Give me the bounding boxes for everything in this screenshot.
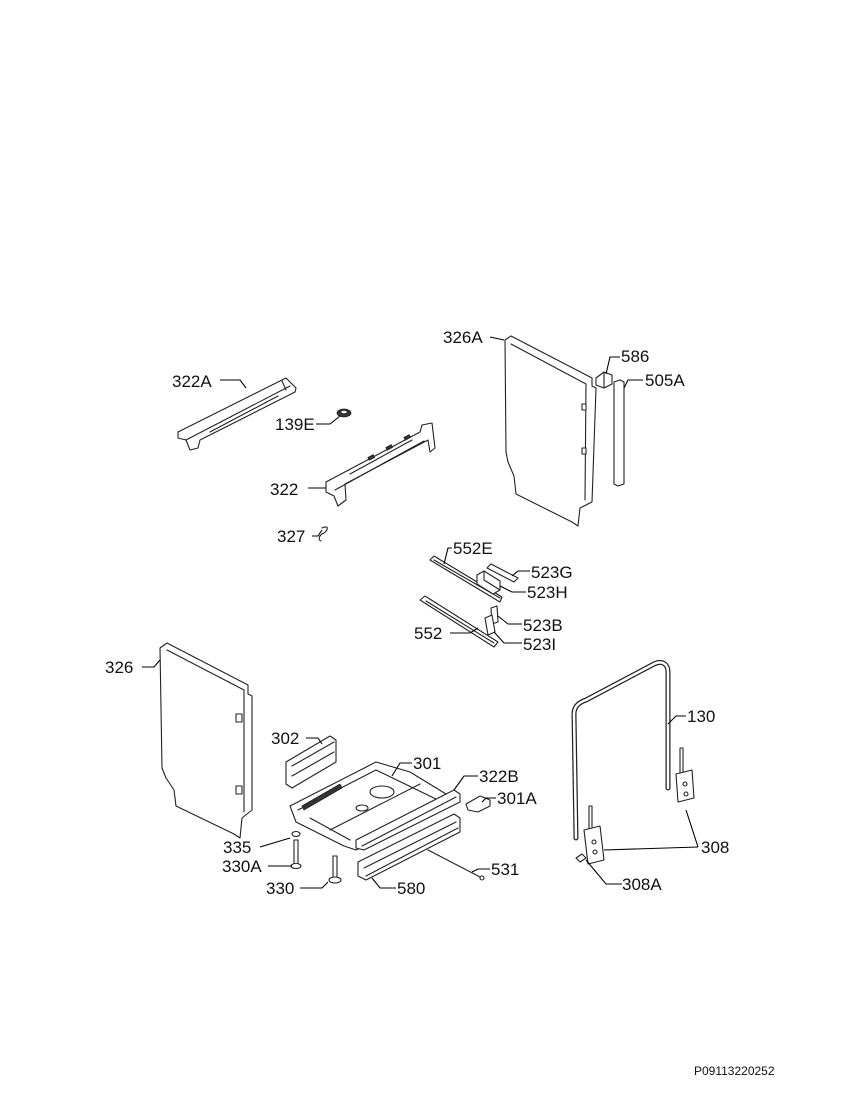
document-number: P09113220252 xyxy=(694,1064,775,1078)
part-580-rail xyxy=(357,813,461,881)
label-301: 301 xyxy=(413,754,441,773)
part-327-hook xyxy=(318,526,328,542)
label-322: 322 xyxy=(270,480,298,499)
part-301-base-tray xyxy=(289,761,447,851)
part-308A-pin xyxy=(575,853,587,863)
part-531-rod xyxy=(427,849,485,881)
part-326A-side-panel xyxy=(504,335,597,527)
callout-labels: 322A 139E 322 327 326A 586 505A 552E 523… xyxy=(105,328,729,898)
part-505A-strip xyxy=(613,379,625,487)
label-552E: 552E xyxy=(453,539,493,558)
part-523I-clip xyxy=(484,614,496,636)
part-139E-grommet xyxy=(336,408,352,418)
part-302-bracket xyxy=(285,735,337,789)
part-523G-bar xyxy=(486,563,519,583)
label-326A: 326A xyxy=(443,328,483,347)
label-505A: 505A xyxy=(645,371,685,390)
label-335: 335 xyxy=(223,838,251,857)
label-523I: 523I xyxy=(523,635,556,654)
part-308-hinge-left xyxy=(583,805,605,865)
label-308A: 308A xyxy=(622,875,662,894)
part-322A-cover-bracket xyxy=(177,377,297,451)
label-326: 326 xyxy=(105,658,133,677)
label-322B: 322B xyxy=(479,767,519,786)
label-580: 580 xyxy=(397,879,425,898)
label-327: 327 xyxy=(277,527,305,546)
part-130-door-gasket xyxy=(571,659,671,841)
label-552: 552 xyxy=(414,624,442,643)
part-330-foot xyxy=(328,855,342,884)
label-330A: 330A xyxy=(222,857,262,876)
label-523B: 523B xyxy=(523,616,563,635)
part-523H-clip xyxy=(476,570,501,595)
part-552-rail xyxy=(419,595,499,648)
label-139E: 139E xyxy=(275,415,315,434)
label-301A: 301A xyxy=(497,789,537,808)
label-523H: 523H xyxy=(527,583,568,602)
part-330A-screw-foot xyxy=(290,839,302,870)
label-531: 531 xyxy=(491,860,519,879)
label-322A: 322A xyxy=(172,372,212,391)
part-322-frame-rail xyxy=(325,422,436,507)
label-130: 130 xyxy=(687,707,715,726)
part-308-hinge-right xyxy=(675,747,695,803)
label-302: 302 xyxy=(271,729,299,748)
label-523G: 523G xyxy=(531,563,573,582)
part-335-washer xyxy=(291,830,301,838)
part-586-bracket xyxy=(595,371,613,389)
label-586: 586 xyxy=(621,347,649,366)
leader-lines xyxy=(142,336,699,889)
label-308: 308 xyxy=(701,838,729,857)
label-330: 330 xyxy=(266,879,294,898)
part-326-side-panel xyxy=(159,642,253,839)
